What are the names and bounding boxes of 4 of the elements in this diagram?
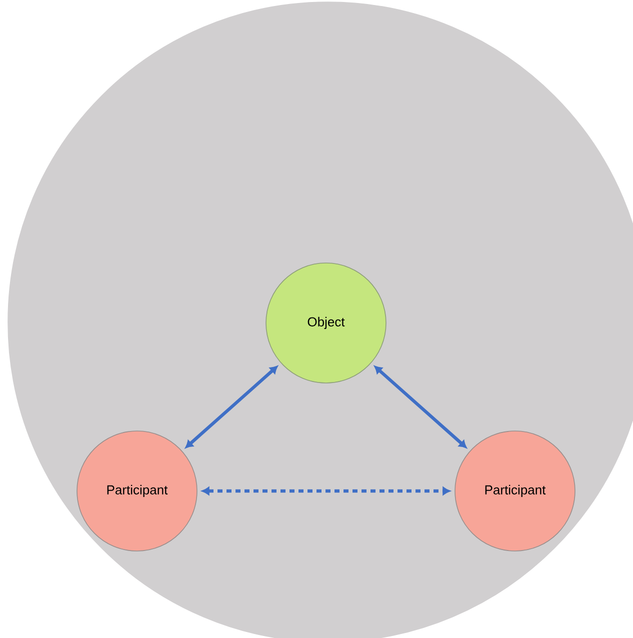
background-circle: [8, 2, 633, 638]
arrow: [185, 366, 278, 448]
arrow: [374, 366, 467, 448]
arrow: [202, 487, 450, 495]
